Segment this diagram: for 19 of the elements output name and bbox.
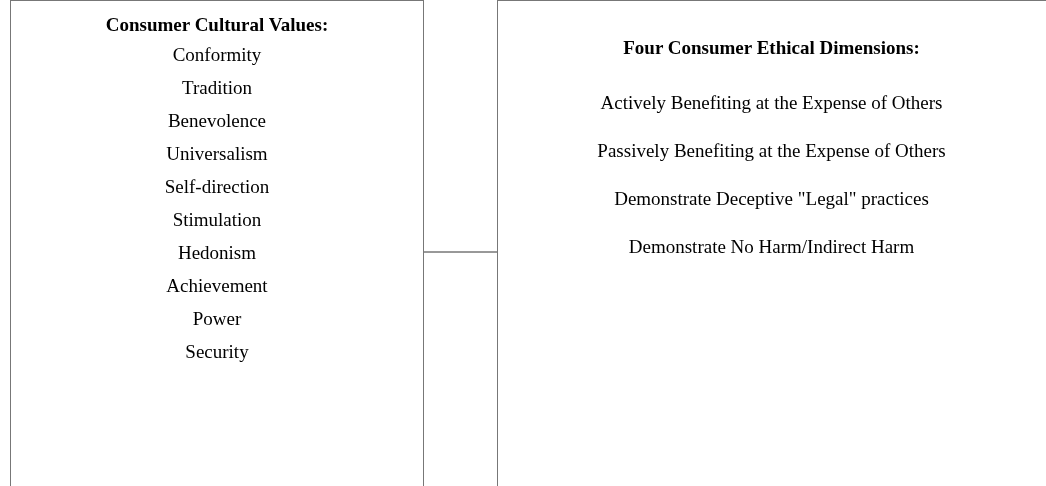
connector-line: [423, 251, 498, 253]
box-heading: Consumer Cultural Values:: [105, 15, 329, 34]
list-item: Hedonism: [177, 243, 257, 262]
list-item: Actively Benefiting at the Expense of Others: [600, 93, 943, 112]
list-item: Self-direction: [164, 177, 270, 196]
text-box: [10, 0, 424, 486]
list-item: Demonstrate Deceptive "Legal" practices: [614, 189, 929, 208]
list-item: Demonstrate No Harm/Indirect Harm: [628, 237, 915, 256]
list-item: Tradition: [181, 78, 252, 97]
list-item: Stimulation: [172, 210, 262, 229]
list-item: Achievement: [166, 276, 268, 295]
list-item: Passively Benefiting at the Expense of Others: [597, 141, 946, 160]
box-heading: Four Consumer Ethical Dimensions:: [623, 38, 920, 57]
list-item: Universalism: [166, 144, 268, 163]
list-item: Security: [185, 342, 249, 361]
list-item: Benevolence: [167, 111, 267, 130]
text-box: [497, 0, 1046, 486]
list-item: Power: [192, 309, 242, 328]
list-item: Conformity: [172, 45, 262, 64]
